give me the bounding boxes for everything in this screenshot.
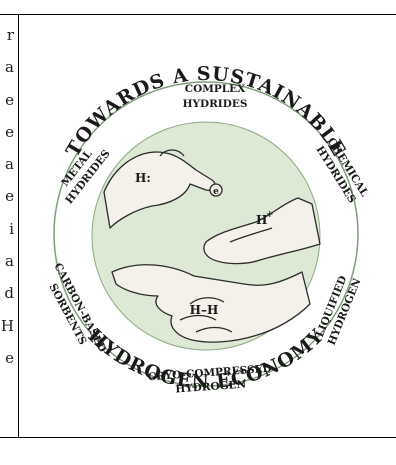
- svg-text:HYDROGEN: HYDROGEN: [175, 378, 247, 395]
- text-fragment: i: [9, 220, 14, 238]
- text-fragment: e: [5, 123, 14, 141]
- column-divider: [18, 14, 19, 438]
- proton-label: H: [256, 213, 267, 227]
- giving-hand-illustration: [103, 149, 223, 229]
- text-fragment: e: [5, 91, 14, 109]
- frame-top-rule: [0, 14, 396, 15]
- segment-complex-hydrides: COMPLEX HYDRIDES: [183, 83, 248, 110]
- svg-text:COMPLEX: COMPLEX: [185, 83, 246, 95]
- handshake-illustration: [111, 264, 311, 343]
- outer-ring: [53, 81, 359, 387]
- text-fragment: a: [5, 58, 14, 76]
- receiving-hand-illustration: [203, 197, 321, 265]
- proton-charge-label: +: [266, 210, 274, 220]
- hydrogen-bond-label: H–H: [190, 303, 219, 317]
- text-fragment: d: [4, 284, 14, 302]
- text-fragment: e: [5, 187, 14, 205]
- text-fragment: e: [5, 349, 14, 367]
- hydride-label: H:: [135, 171, 151, 185]
- segment-carbon-based-sorbents: CARBON-BASED SORBENTS: [46, 261, 108, 354]
- text-fragment: a: [5, 252, 14, 270]
- text-fragment: r: [6, 26, 14, 44]
- segment-chemical-hydrides: CHEMICAL HYDRIDES: [313, 136, 370, 206]
- text-fragment: H: [0, 317, 14, 335]
- svg-text:HYDRIDES: HYDRIDES: [183, 98, 248, 110]
- electron-label: e: [213, 187, 219, 197]
- frame-bottom-rule: [0, 437, 396, 438]
- hydrogen-economy-diagram: TOWARDS A SUSTAINABLE HYDROGEN ECONOMY C…: [46, 63, 370, 395]
- text-fragment: a: [5, 155, 14, 173]
